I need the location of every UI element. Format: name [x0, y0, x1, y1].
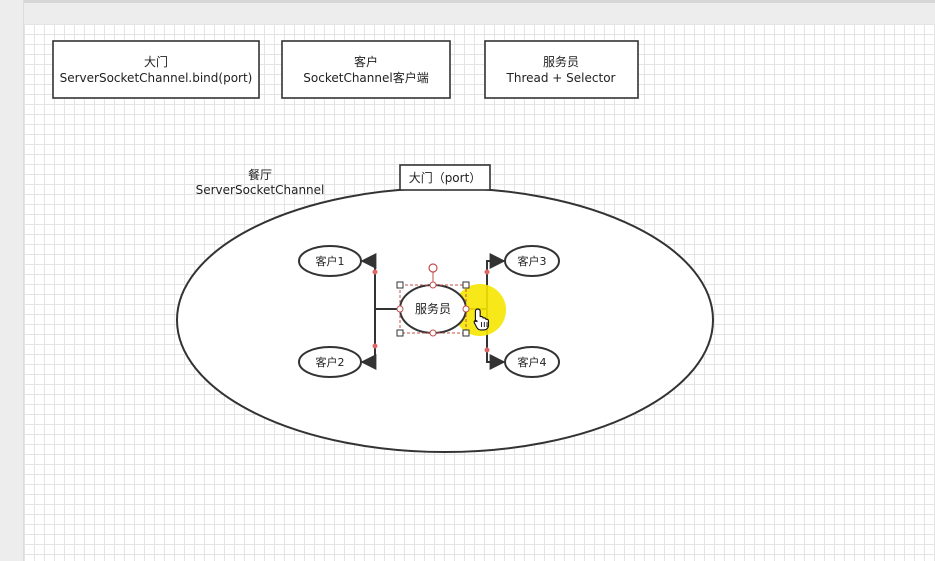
legend-client-title: 客户	[354, 54, 378, 69]
door-label: 大门（port）	[409, 170, 482, 185]
client-4-label: 客户4	[518, 355, 547, 369]
resize-handle-sw[interactable]	[396, 329, 404, 337]
door-box[interactable]: 大门（port）	[399, 164, 491, 191]
restaurant-subtitle: ServerSocketChannel	[196, 183, 325, 197]
client-2[interactable]: 客户2	[298, 346, 362, 378]
client-3-label: 客户3	[518, 254, 547, 268]
resize-handle-ne[interactable]	[462, 281, 470, 289]
resize-handle-nw[interactable]	[396, 281, 404, 289]
legend-waiter-detail: Thread + Selector	[506, 71, 616, 85]
hand-pointer-icon	[473, 308, 490, 331]
resize-handle-n[interactable]	[429, 281, 437, 289]
legend-waiter-box[interactable]: 服务员 Thread + Selector	[484, 40, 639, 99]
legend-client-detail: SocketChannel客户端	[303, 70, 428, 85]
resize-handle-se[interactable]	[462, 329, 470, 337]
restaurant-title: 餐厅	[248, 167, 272, 182]
client-3[interactable]: 客户3	[504, 245, 560, 277]
connector-waypoint[interactable]	[484, 269, 490, 275]
legend-door-box[interactable]: 大门 ServerSocketChannel.bind(port)	[52, 40, 260, 99]
waiter-node[interactable]: 服务员	[399, 284, 467, 334]
top-border	[0, 0, 935, 24]
left-connectors[interactable]	[360, 253, 399, 370]
rotate-handle[interactable]	[428, 263, 438, 273]
client-1[interactable]: 客户1	[298, 245, 362, 277]
waiter-label: 服务员	[415, 301, 451, 316]
legend-door-detail: ServerSocketChannel.bind(port)	[60, 71, 253, 85]
client-1-label: 客户1	[316, 254, 345, 268]
client-2-label: 客户2	[316, 355, 345, 369]
legend-client-box[interactable]: 客户 SocketChannel客户端	[281, 40, 451, 99]
legend-door-title: 大门	[144, 54, 168, 69]
connector-waypoint[interactable]	[484, 347, 490, 353]
resize-handle-s[interactable]	[429, 329, 437, 337]
resize-handle-e[interactable]	[462, 305, 470, 313]
resize-handle-w[interactable]	[396, 305, 404, 313]
legend-waiter-title: 服务员	[543, 54, 579, 69]
client-4[interactable]: 客户4	[504, 346, 560, 378]
connector-waypoint[interactable]	[372, 269, 378, 275]
left-panel-edge	[0, 0, 24, 561]
connector-waypoint[interactable]	[372, 343, 378, 349]
